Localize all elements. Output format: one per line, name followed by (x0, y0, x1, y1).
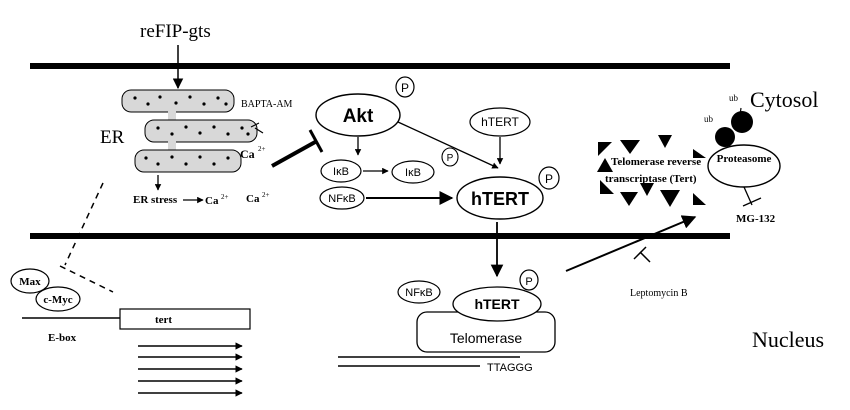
ca-release-label: Ca (205, 195, 219, 207)
er-nucleus-dashed-1 (64, 182, 104, 266)
ca-release-sup: 2+ (221, 193, 229, 201)
proteasome-node (707, 144, 781, 188)
ttaggg-label: TTAGGG (487, 362, 533, 374)
cytosol-label: Cytosol (750, 87, 818, 112)
ikb-phospho (441, 147, 459, 167)
mg132-label: MG-132 (736, 213, 776, 225)
htert-main-node (456, 176, 544, 220)
htert-main-label: hTERT (471, 189, 529, 209)
akt-to-htert-arrow (397, 121, 499, 169)
leptomycin-label: Leptomycin B (630, 288, 688, 299)
max-node (10, 268, 50, 294)
ebox-label: E-box (48, 332, 77, 344)
htert-nuclear-phospho-label: P (525, 276, 532, 288)
ikb-p-label: IκB (405, 167, 421, 179)
akt-phospho (395, 76, 415, 98)
ub-circle-1 (715, 127, 735, 147)
akt-label: Akt (343, 106, 374, 127)
nucleus-label: Nucleus (752, 327, 824, 352)
er-stress-label: ER stress (133, 194, 178, 206)
ikb-p-node (391, 160, 435, 184)
cmyc-node (35, 286, 81, 312)
plasma-membrane-bar (30, 63, 730, 69)
ikb-phospho-label: P (447, 153, 454, 164)
htert-nuclear-label: hTERT (474, 296, 520, 312)
er-label: ER (100, 127, 125, 148)
tert-label-line1: Telomerase reverse (611, 156, 701, 168)
tert-fragments (597, 135, 706, 207)
cmyc-label: c-Myc (43, 294, 72, 306)
mg132-inhibit-bar (742, 197, 762, 207)
htert-main-phospho-label: P (545, 172, 553, 186)
htert-nuclear-node (452, 286, 542, 322)
htert-free-label: hTERT (481, 115, 519, 129)
tert-gene-box (119, 308, 251, 330)
ub-circle-2 (731, 111, 753, 133)
nfkb-nuclear-node (397, 280, 441, 304)
bapta-inhibit-mark (250, 122, 264, 134)
ca-inhibits-akt (271, 129, 324, 168)
htert-nuclear-phospho (519, 269, 539, 291)
nfkb-cyto-label: NFκB (328, 193, 356, 205)
ub-label-2: ub (729, 93, 739, 103)
transcript-arrows (138, 342, 243, 397)
telomerase-label: Telomerase (450, 330, 523, 346)
leptomycin-inhibit-mark (633, 246, 651, 263)
ub-label-1: ub (704, 114, 714, 124)
htert-main-phospho (538, 166, 560, 190)
akt-node (315, 93, 401, 137)
nfkb-nuclear-label: NFκB (405, 287, 433, 299)
tert-gene-label: tert (155, 314, 172, 326)
nuclear-membrane-bar (30, 233, 730, 239)
akt-phospho-label: P (401, 81, 409, 95)
er-organelle (121, 89, 258, 173)
max-label: Max (19, 276, 41, 288)
refip-gts-label: reFIP-gts (140, 21, 211, 42)
ikb-node (320, 159, 362, 183)
nfkb-cyto-node (319, 186, 365, 210)
proteasome-label: Proteasome (717, 153, 772, 165)
bapta-am-label: BAPTA-AM (241, 99, 293, 110)
ca-free-label: Ca (246, 193, 260, 205)
ca-free-sup: 2+ (262, 191, 270, 199)
er-nucleus-dashed-2 (59, 265, 114, 293)
htert-free-node (469, 107, 531, 137)
ca-sup: 2+ (258, 145, 266, 153)
ikb-label: IκB (333, 166, 349, 178)
nuclear-export-arrow (565, 215, 697, 272)
ca-label: Ca (240, 147, 255, 161)
tert-label-line2: transcriptase (Tert) (605, 173, 697, 185)
